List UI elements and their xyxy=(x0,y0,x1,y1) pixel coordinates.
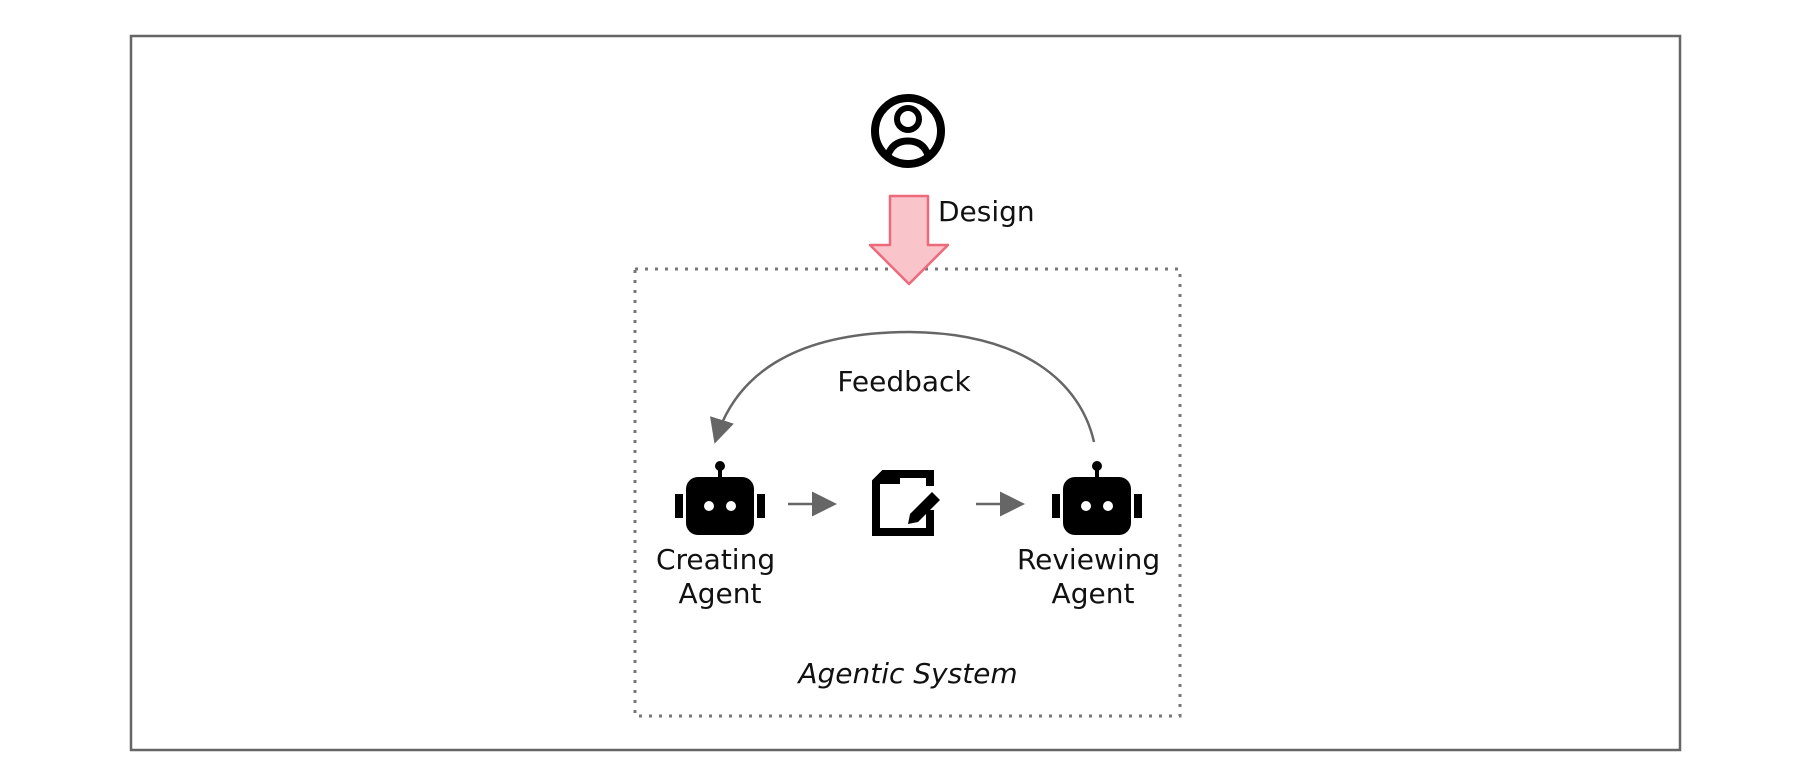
design-arrow xyxy=(868,194,950,286)
reviewing-agent-robot-icon xyxy=(1052,461,1142,535)
agentic-system-label: Agentic System xyxy=(796,657,1017,690)
feedback-label: Feedback xyxy=(837,365,971,398)
outer-frame xyxy=(129,34,1682,752)
feedback-arrow xyxy=(710,330,1096,444)
creating-agent-label: Creating Agent xyxy=(656,543,784,610)
user-circle-icon xyxy=(871,94,945,168)
document-edit-icon xyxy=(872,470,940,536)
reviewing-agent-label: Reviewing Agent xyxy=(1017,543,1169,610)
creating-agent-robot-icon xyxy=(675,461,765,535)
design-label: Design xyxy=(938,195,1035,228)
